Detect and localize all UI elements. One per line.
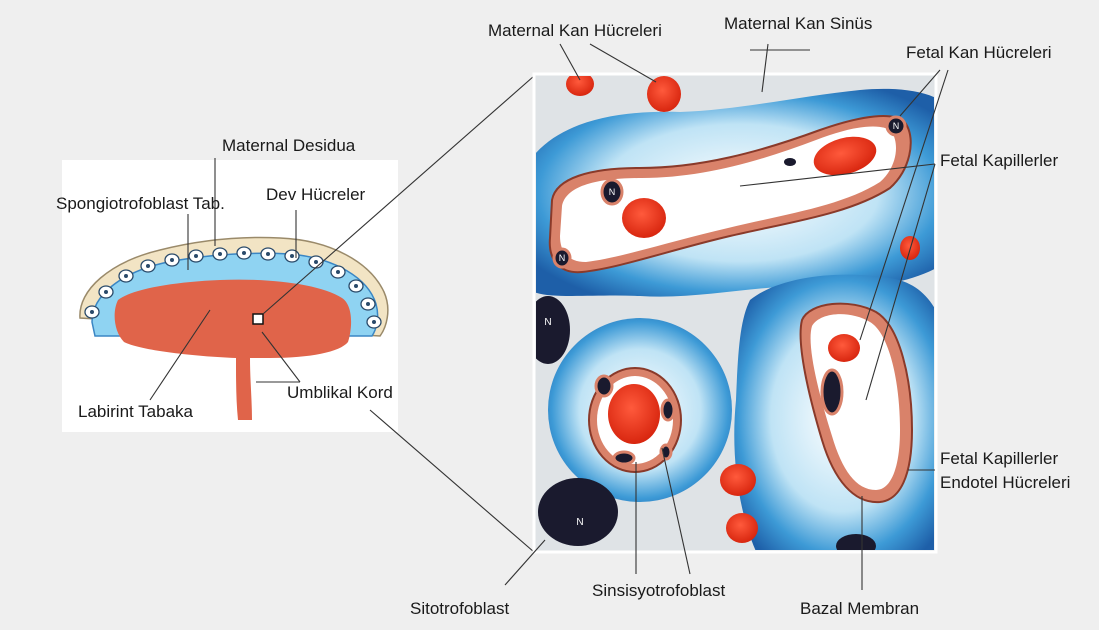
label-labirint-tabaka: Labirint Tabaka [78,402,194,421]
label-maternal-kan-sinus: Maternal Kan Sinüs [724,14,872,33]
label-dev-hucreler: Dev Hücreler [266,185,366,204]
labyrinth-detail: N N N [526,72,950,560]
fetal-rbc [622,198,666,238]
endothelial-nucleus [822,370,842,414]
label-maternal-kan-hucreleri: Maternal Kan Hücreleri [488,21,662,40]
label-maternal-desidua: Maternal Desidua [222,136,356,155]
label-umblikal-kord: Umblikal Kord [287,383,393,402]
zoom-marker [253,314,263,324]
nucleus-label: N [576,517,583,528]
label-fetal-kapillerler-endotel-1: Fetal Kapillerler [940,449,1058,468]
fetal-rbc [828,334,860,362]
label-fetal-kan-hucreleri: Fetal Kan Hücreleri [906,43,1052,62]
nucleus-label: N [609,187,616,197]
fetal-rbc [608,384,660,444]
nucleus-label: N [893,121,900,131]
label-fetal-kapillerler-endotel-2: Endotel Hücreleri [940,473,1070,492]
label-bazal-membran: Bazal Membran [800,599,919,618]
label-spongiotrofoblast: Spongiotrofoblast Tab. [56,194,225,213]
nucleus-label: N [544,317,551,328]
label-sinsisyotrofoblast: Sinsisyotrofoblast [592,581,726,600]
label-sitotrofoblast: Sitotrofoblast [410,599,509,618]
nucleus-label: N [559,253,566,263]
label-fetal-kapillerler: Fetal Kapillerler [940,151,1058,170]
